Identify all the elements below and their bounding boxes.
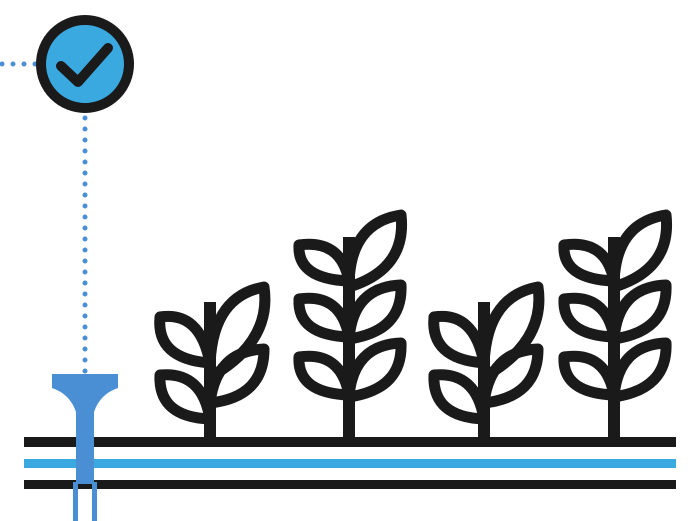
- plant-sprout-icon: [434, 287, 539, 437]
- plant-sprout-icon: [564, 215, 667, 437]
- soil-sensor-icon: [52, 374, 118, 521]
- sensor-probe-left: [73, 482, 78, 521]
- irrigation-pipe: [24, 459, 676, 468]
- soil-line-bottom: [24, 480, 676, 489]
- plant-sprout-icon: [160, 287, 265, 437]
- plant-row: [160, 215, 667, 437]
- sensor-body: [76, 428, 94, 484]
- soil-line-top: [24, 437, 676, 447]
- ground-lines: [24, 437, 676, 489]
- sensor-head: [52, 374, 118, 430]
- sensor-probe-right: [92, 482, 97, 521]
- plant-sprout-icon: [299, 215, 402, 437]
- status-circle: [41, 20, 129, 108]
- status-check-badge: [41, 20, 129, 108]
